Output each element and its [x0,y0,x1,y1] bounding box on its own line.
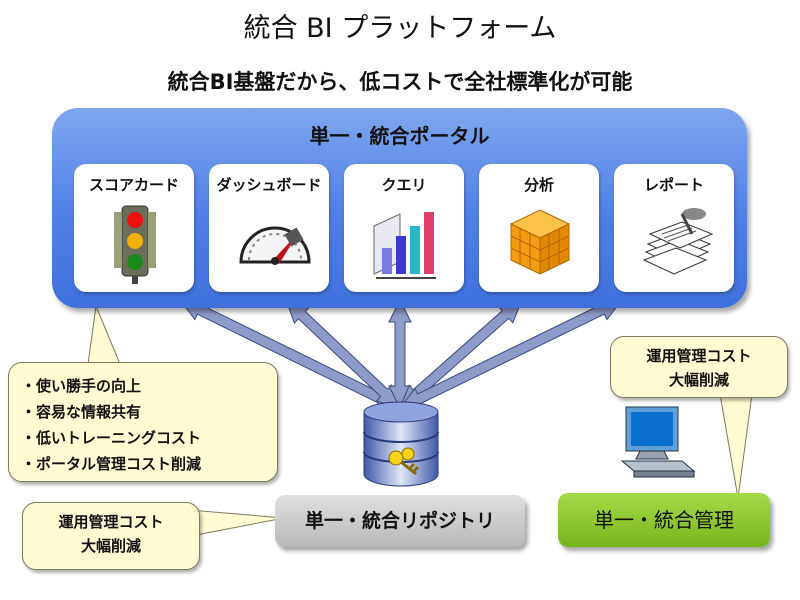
diagram-title: 統合 BI プラットフォーム [243,13,557,44]
repo-callout-pointer [189,509,285,536]
cube-icon [509,209,571,275]
repository-callout: 運用管理コスト 大幅削減 [22,502,200,570]
list-item: 低いトレーニングコスト [21,425,277,451]
connector-arrows [178,298,624,410]
repository-label: 単一・統合リポジトリ [304,510,495,532]
connector-arrow-dashboard [285,299,401,409]
user-benefits-callout: 使い勝手の向上 容易な情報共有 低いトレーニングコスト ポータル管理コスト削減 [8,362,278,482]
management-label: 単一・統合管理 [594,508,734,532]
card-label: ダッシュボード [216,176,322,194]
portal-panel: 単一・統合ポータル スコアカード ダッシュボード クエリ [52,108,747,308]
portal-title: 単一・統合ポータル [309,124,490,148]
card-label: 分析 [523,176,554,194]
gauge-icon [239,226,311,265]
callout-line: 大幅削減 [80,537,141,555]
user-benefits-list: 使い勝手の向上 容易な情報共有 低いトレーニングコスト ポータル管理コスト削減 [9,363,277,477]
user-callout-pointer [87,304,121,365]
callout-line: 大幅削減 [668,371,729,389]
database-key-icon [363,401,439,487]
list-item: 使い勝手の向上 [21,373,277,399]
list-item: ポータル管理コスト削減 [21,451,277,477]
portal-card-scorecard[interactable]: スコアカード [74,164,194,292]
computer-icon [620,406,696,478]
list-item: 容易な情報共有 [21,399,277,425]
mgmt-callout-pointer [719,393,753,499]
bar-chart-icon [373,212,436,279]
portal-card-analysis[interactable]: 分析 [479,164,599,292]
management-box: 単一・統合管理 [558,493,770,547]
card-label: スコアカード [88,176,179,194]
management-callout: 運用管理コスト 大幅削減 [610,336,788,398]
card-label: レポート [643,176,704,194]
card-label: クエリ [381,176,427,194]
portal-card-query[interactable]: クエリ [344,164,464,292]
repository-box: 単一・統合リポジトリ [275,495,525,547]
documents-icon [642,208,714,275]
traffic-light-icon [114,205,156,284]
callout-line: 運用管理コスト [646,347,752,365]
portal-card-report[interactable]: レポート [614,164,734,292]
callout-line: 運用管理コスト [58,513,164,531]
portal-card-dashboard[interactable]: ダッシュボード [209,164,329,292]
diagram-subtitle: 統合BI基盤だから、低コストで全社標準化が可能 [167,70,633,94]
